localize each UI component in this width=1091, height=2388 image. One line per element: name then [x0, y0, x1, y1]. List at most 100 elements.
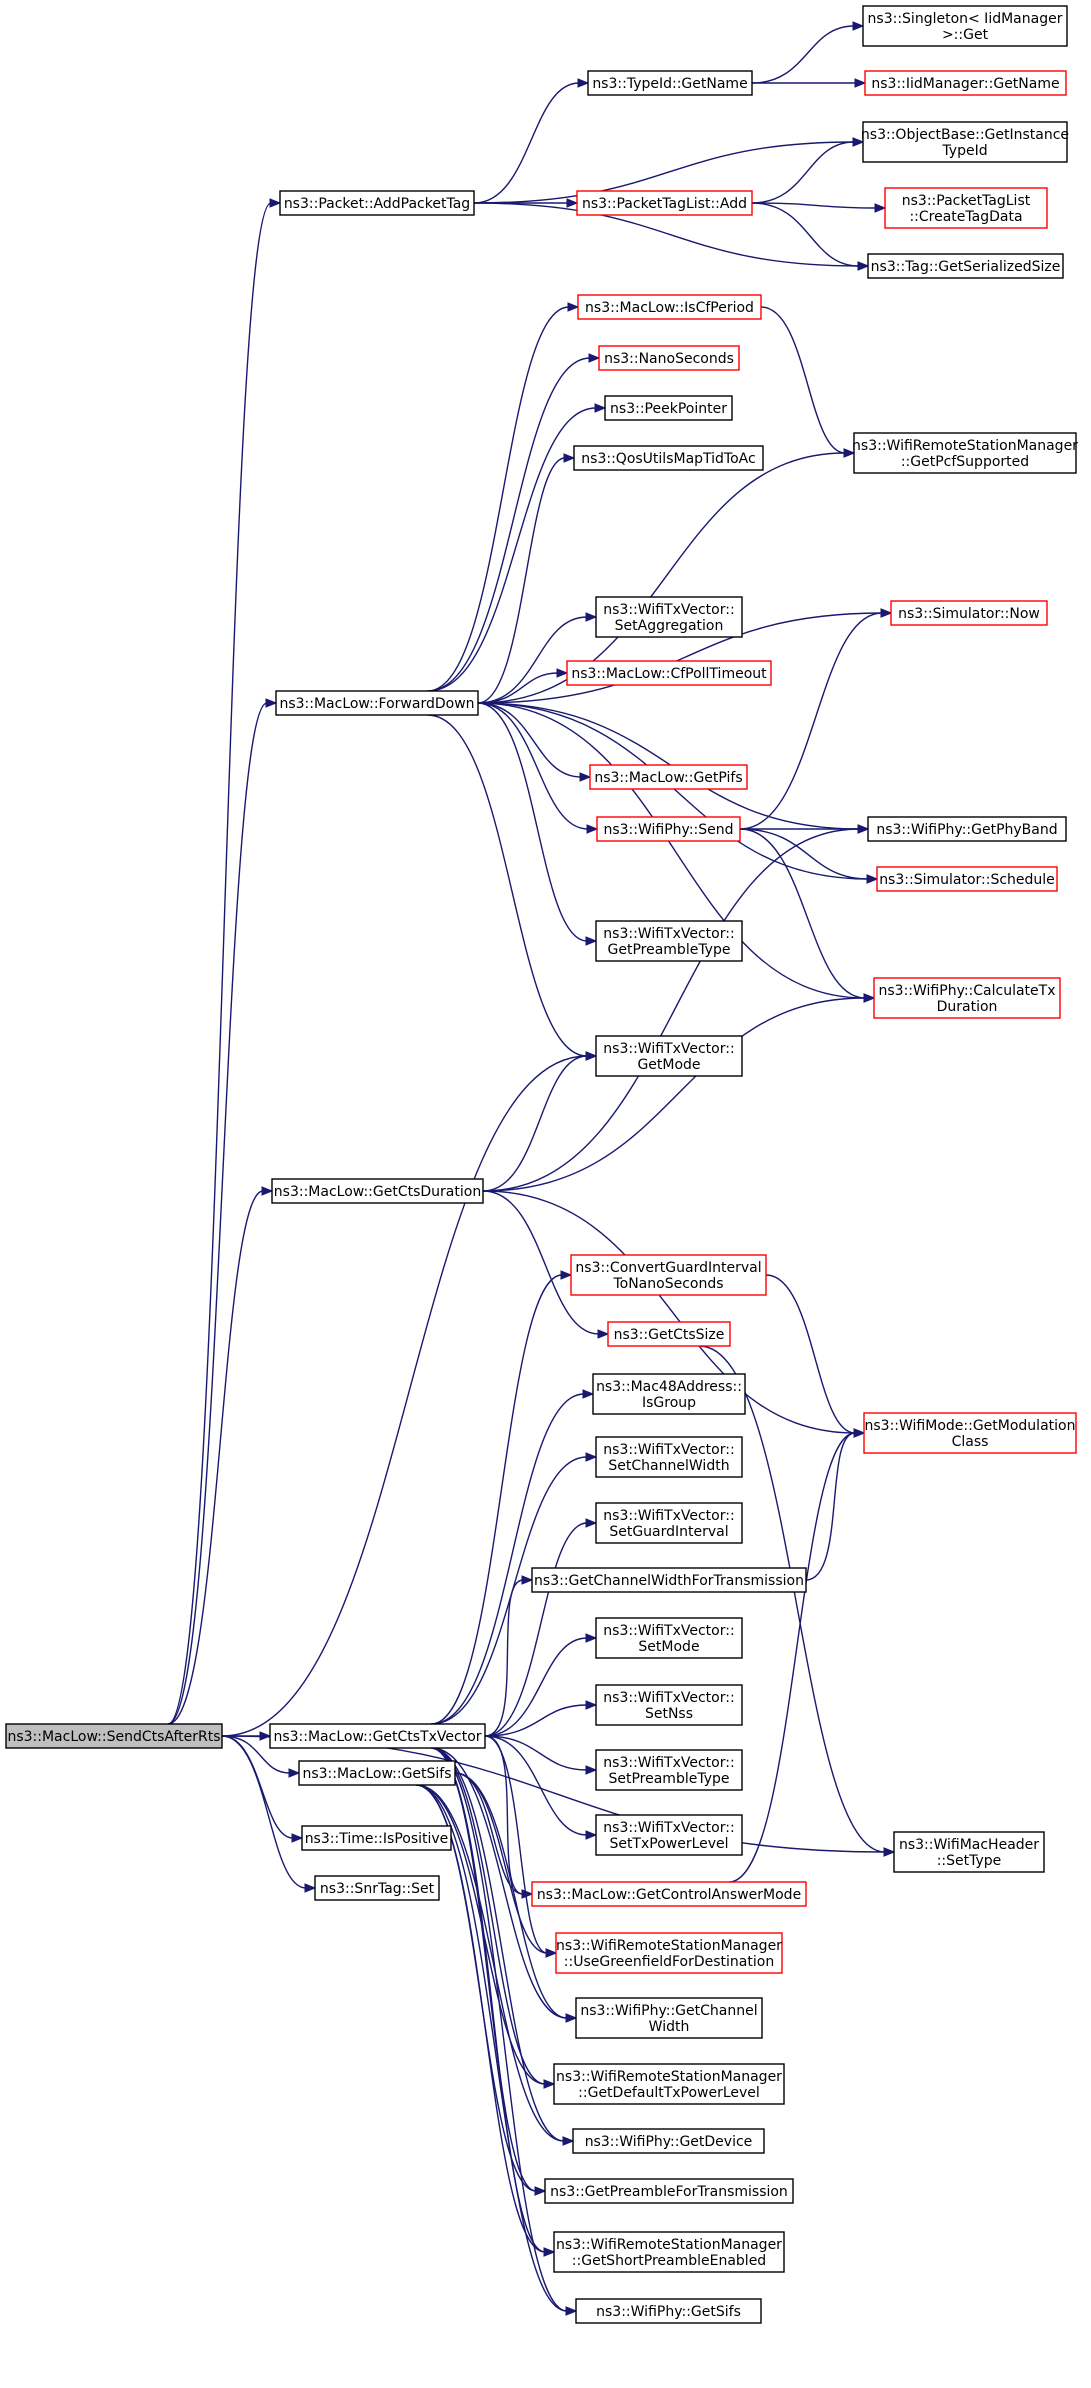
node-iidmanager-getname[interactable]: ns3::IidManager::GetName [864, 70, 1067, 96]
edge-macl-getctsduration-to-wifiphy-getphyband [482, 824, 870, 1192]
node-wtv-setnss[interactable]: ns3::WifiTxVector::SetNss [595, 1684, 743, 1726]
node-wrsm-getdefaulttxpowerlevel[interactable]: ns3::WifiRemoteStationManager::GetDefaul… [553, 2063, 785, 2105]
node-label: ns3::WifiPhy::GetPhyBand [876, 822, 1057, 838]
edge-macl-getctstxvector-to-wtv-setnss [484, 1700, 598, 1737]
node-wifiphy-getphyband[interactable]: ns3::WifiPhy::GetPhyBand [867, 816, 1067, 842]
edge-macl-getsifs-to-wifiphy-getdevice [415, 1784, 575, 2146]
node-packettaglist-createtagdata[interactable]: ns3::PacketTagList::CreateTagData [884, 187, 1048, 229]
node-getpreamblefortransmission[interactable]: ns3::GetPreambleForTransmission [544, 2178, 794, 2204]
node-wifiphy-send[interactable]: ns3::WifiPhy::Send [596, 816, 741, 842]
node-label: ns3::MacLow::GetCtsTxVector [273, 1729, 481, 1745]
node-label: SetAggregation [615, 618, 724, 634]
edge-packet-addpackettag-to-typeid-getname [473, 78, 590, 204]
node-label: SetTxPowerLevel [609, 1836, 728, 1852]
node-macl-iscfperiod[interactable]: ns3::MacLow::IsCfPeriod [577, 294, 762, 320]
edge-macl-forwarddown-to-wifiphy-send [477, 702, 599, 834]
node-wtv-getmode[interactable]: ns3::WifiTxVector::GetMode [595, 1035, 743, 1077]
node-wtv-setpreambletype[interactable]: ns3::WifiTxVector::SetPreambleType [595, 1749, 743, 1791]
edge-macl-forwarddown-to-wtv-setaggregation [477, 612, 598, 704]
node-simulator-now[interactable]: ns3::Simulator::Now [890, 600, 1048, 626]
node-macl-getctsduration[interactable]: ns3::MacLow::GetCtsDuration [271, 1178, 484, 1204]
node-macl-cfpolltimeout[interactable]: ns3::MacLow::CfPollTimeout [566, 660, 772, 686]
node-nanoseconds[interactable]: ns3::NanoSeconds [598, 345, 740, 371]
node-tag-getserializedsize[interactable]: ns3::Tag::GetSerializedSize [867, 253, 1064, 279]
node-wrsm-usegreenfield[interactable]: ns3::WifiRemoteStationManager::UseGreenf… [555, 1932, 783, 1974]
node-wifiphy-getsifs[interactable]: ns3::WifiPhy::GetSifs [575, 2298, 762, 2324]
node-mac48-isgroup[interactable]: ns3::Mac48Address::IsGroup [592, 1373, 746, 1415]
node-macl-getcontrolanswermode[interactable]: ns3::MacLow::GetControlAnswerMode [531, 1881, 807, 1907]
node-wifiphy-getchannelwidth[interactable]: ns3::WifiPhy::GetChannelWidth [575, 1997, 763, 2039]
node-label: ns3::WifiRemoteStationManager [556, 1938, 782, 1954]
node-label: ns3::ConvertGuardInterval [575, 1260, 761, 1276]
node-wtv-getpreambletype[interactable]: ns3::WifiTxVector::GetPreambleType [595, 920, 743, 962]
node-wtv-settxpowerlevel[interactable]: ns3::WifiTxVector::SetTxPowerLevel [595, 1814, 743, 1856]
node-label: SetPreambleType [608, 1771, 729, 1787]
node-box [570, 1254, 767, 1296]
node-label: ns3::MacLow::GetCtsDuration [274, 1184, 481, 1200]
node-macl-getsifs[interactable]: ns3::MacLow::GetSifs [298, 1760, 456, 1786]
node-box [595, 1749, 743, 1791]
node-box [314, 1875, 440, 1901]
node-wrsm-getpcfsupported[interactable]: ns3::WifiRemoteStationManager::GetPcfSup… [852, 432, 1078, 474]
node-label: ns3::Time::IsPositive [305, 1831, 449, 1847]
node-root[interactable]: ns3::MacLow::SendCtsAfterRts [5, 1723, 223, 1749]
node-typeid-getname[interactable]: ns3::TypeId::GetName [587, 70, 753, 96]
edge-macl-getctsduration-to-wtv-getmode [482, 1051, 598, 1192]
node-simulator-schedule[interactable]: ns3::Simulator::Schedule [876, 866, 1058, 892]
node-box [867, 816, 1067, 842]
edge-packettaglist-add-to-objectbase-getinstancetypeid [751, 137, 865, 204]
edge-getchannelwidthfortransmission-to-wifimode-getmodulationclass [805, 1428, 866, 1581]
node-qosutilsmaptidtoac[interactable]: ns3::QosUtilsMapTidToAc [573, 445, 764, 471]
node-label: ns3::WifiRemoteStationManager [556, 2069, 782, 2085]
node-box [890, 600, 1048, 626]
node-getchannelwidthfortransmission[interactable]: ns3::GetChannelWidthForTransmission [531, 1567, 807, 1593]
node-box [604, 395, 733, 421]
node-box [269, 1723, 486, 1749]
edge-root-to-macl-getctsduration [167, 1186, 274, 1725]
node-label: ns3::WifiMode::GetModulation [865, 1418, 1076, 1434]
node-packet-addpackettag[interactable]: ns3::Packet::AddPacketTag [279, 190, 475, 216]
node-box [884, 187, 1048, 229]
node-peekpointer[interactable]: ns3::PeekPointer [604, 395, 733, 421]
edge-macl-getctsduration-to-getctssize [482, 1190, 610, 1339]
node-label: ns3::TypeId::GetName [592, 76, 747, 92]
node-box [589, 764, 748, 790]
node-label: ns3::Simulator::Schedule [879, 872, 1055, 888]
node-label: SetChannelWidth [608, 1458, 729, 1474]
node-label: GetPreambleType [608, 942, 731, 958]
edge-macl-iscfperiod-to-wrsm-getpcfsupported [760, 306, 856, 458]
node-wifiphy-getdevice[interactable]: ns3::WifiPhy::GetDevice [572, 2128, 765, 2154]
edge-wifiphy-send-to-simulator-schedule [739, 828, 879, 884]
node-macl-forwarddown[interactable]: ns3::MacLow::ForwardDown [275, 690, 479, 716]
node-box [5, 1723, 223, 1749]
node-time-ispositive[interactable]: ns3::Time::IsPositive [301, 1825, 452, 1851]
node-snrtag-set[interactable]: ns3::SnrTag::Set [314, 1875, 440, 1901]
node-wtv-setmode[interactable]: ns3::WifiTxVector::SetMode [595, 1617, 743, 1659]
node-label: ns3::WifiPhy::GetSifs [596, 2304, 741, 2320]
node-box [572, 2128, 765, 2154]
node-box [893, 1831, 1045, 1873]
node-wifimacheader-settype[interactable]: ns3::WifiMacHeader::SetType [893, 1831, 1045, 1873]
node-label: ns3::NanoSeconds [604, 351, 734, 367]
node-label: ns3::MacLow::ForwardDown [279, 696, 474, 712]
edge-root-to-macl-forwarddown [167, 698, 278, 1725]
node-getctssize[interactable]: ns3::GetCtsSize [607, 1321, 731, 1347]
node-wtv-setaggregation[interactable]: ns3::WifiTxVector::SetAggregation [595, 596, 743, 638]
node-label: ns3::WifiTxVector:: [603, 1508, 734, 1524]
node-wtv-setchannelwidth[interactable]: ns3::WifiTxVector::SetChannelWidth [595, 1436, 743, 1478]
node-singleton-get[interactable]: ns3::Singleton< IidManager>::Get [862, 5, 1068, 47]
node-label: ns3::WifiTxVector:: [603, 1041, 734, 1057]
node-macl-getpifs[interactable]: ns3::MacLow::GetPifs [589, 764, 748, 790]
node-wtv-setguardinterval[interactable]: ns3::WifiTxVector::SetGuardInterval [595, 1502, 743, 1544]
node-box [555, 1932, 783, 1974]
node-packettaglist-add[interactable]: ns3::PacketTagList::Add [576, 190, 753, 216]
edge-macl-getctstxvector-to-mac48-isgroup [431, 1389, 595, 1725]
node-macl-getctstxvector[interactable]: ns3::MacLow::GetCtsTxVector [269, 1723, 486, 1749]
node-label: ns3::Tag::GetSerializedSize [871, 259, 1061, 275]
node-box [577, 294, 762, 320]
node-wrsm-getshortpreambleenabled[interactable]: ns3::WifiRemoteStationManager::GetShortP… [553, 2231, 785, 2273]
